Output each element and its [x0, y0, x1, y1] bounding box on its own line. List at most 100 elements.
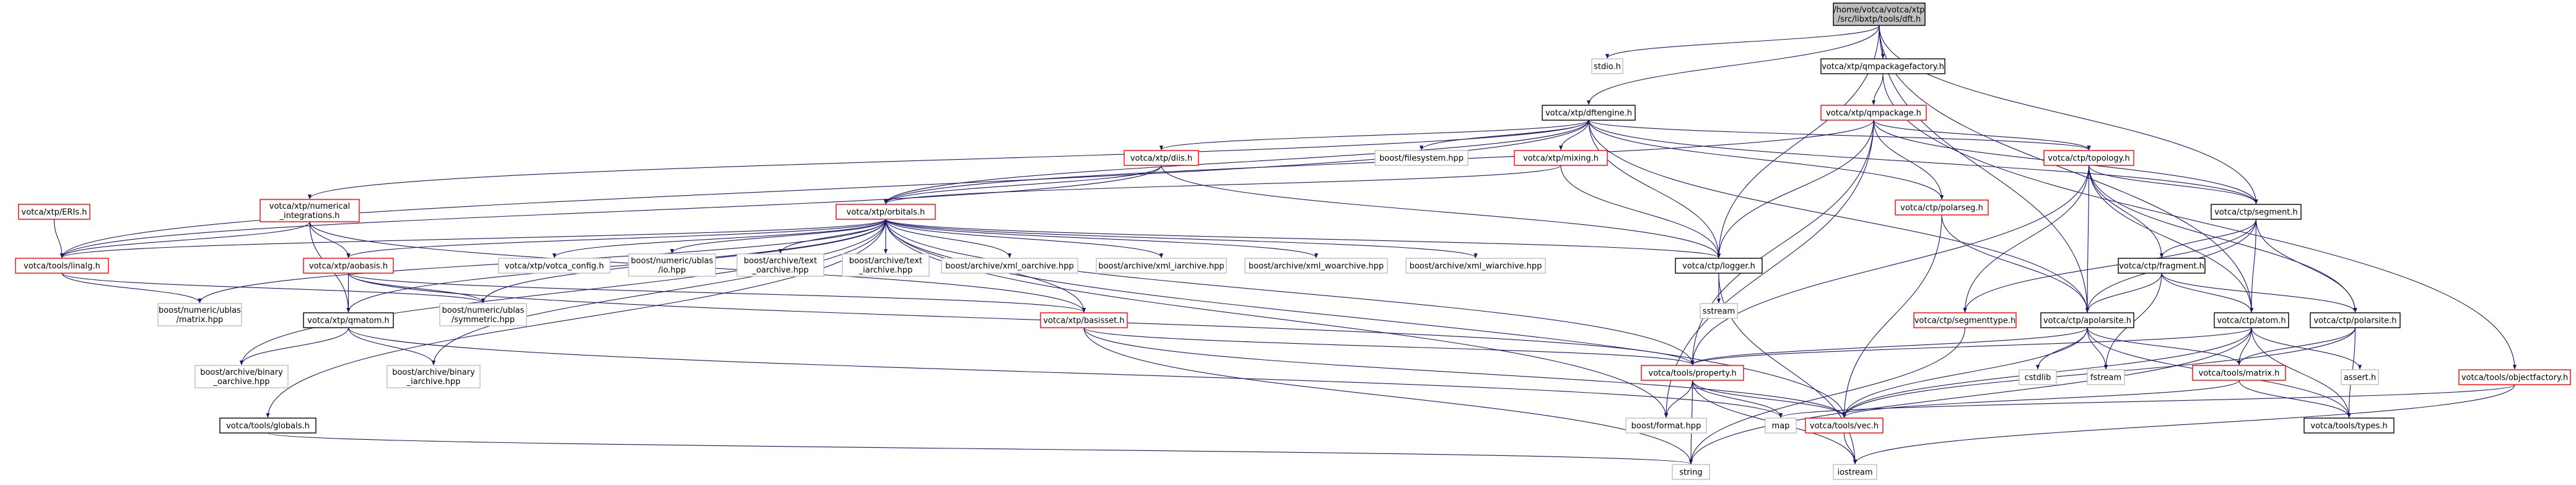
edge-atom-to-matrix	[2237, 327, 2252, 365]
node-objectfactory[interactable]: votca/tools/objectfactory.h	[2458, 369, 2571, 385]
edge-linalg-to-ublassym	[61, 273, 485, 304]
node-dftengine[interactable]: votca/xtp/dftengine.h	[1542, 105, 1636, 121]
node-box-apolarsite	[2040, 312, 2134, 328]
edge-atom-to-string	[1688, 327, 2252, 465]
edge-dftengine-to-diis	[1159, 120, 1589, 151]
node-segmenttype[interactable]: votca/ctp/segmenttype.h	[1913, 312, 2017, 328]
node-qmatom[interactable]: votca/xtp/qmatom.h	[303, 312, 394, 328]
node-label-segment-0: votca/ctp/segment.h	[2214, 208, 2298, 217]
edge-erisx-to-linalg	[53, 219, 64, 258]
edge-qmpackagefactory-to-qmpackage	[1871, 73, 1884, 105]
node-label-sstream-0: sstream	[1703, 307, 1735, 317]
edge-property-to-format	[1664, 380, 1693, 418]
node-label-root-0: /home/votca/votca/xtp	[1833, 6, 1924, 15]
node-polarsite[interactable]: votca/ctp/polarsite.h	[2310, 312, 2401, 328]
node-box-xmlwiarch	[1405, 258, 1546, 274]
node-xmlwoarch: boost/archive/xml_woarchive.hpp	[1244, 258, 1388, 274]
edge-qmpackage-to-format	[1664, 120, 1874, 418]
node-box-mixing	[1514, 150, 1608, 166]
node-label-logger-0: votca/ctp/logger.h	[1682, 262, 1755, 271]
edge-topology-to-segment	[2088, 165, 2258, 204]
edge-dftengine-to-logger	[1588, 120, 1721, 258]
node-box-matrix	[2192, 365, 2286, 381]
node-aobasis[interactable]: votca/xtp/aobasis.h	[303, 258, 394, 274]
node-types[interactable]: votca/tools/types.h	[2303, 417, 2395, 434]
node-qmpackage[interactable]: votca/xtp/qmpackage.h	[1820, 105, 1927, 121]
node-topology[interactable]: votca/ctp/topology.h	[2043, 150, 2134, 166]
node-box-assert	[2341, 369, 2379, 385]
node-matrix[interactable]: votca/tools/matrix.h	[2192, 365, 2286, 381]
edge-dftengine-to-segment	[1588, 120, 2258, 204]
edge-polarseg-to-vec	[1842, 214, 1942, 418]
node-sstream: sstream	[1700, 303, 1738, 319]
node-label-matrix-0: votca/tools/matrix.h	[2199, 369, 2280, 378]
node-label-fragment-0: votca/ctp/fragment.h	[2119, 262, 2204, 271]
edge-basisset-to-vec	[1083, 327, 1846, 418]
node-numerical[interactable]: votca/xtp/numerical_integrations.h	[260, 199, 360, 222]
edge-polarsite-to-matrix	[2237, 327, 2356, 365]
node-box-xmliarch	[1096, 258, 1227, 274]
node-orbitals[interactable]: votca/xtp/orbitals.h	[836, 204, 936, 220]
node-mixing[interactable]: votca/xtp/mixing.h	[1514, 150, 1608, 166]
edge-dftengine-to-topology	[1588, 120, 2091, 151]
node-segment[interactable]: votca/ctp/segment.h	[2211, 204, 2302, 220]
edge-mixing-to-logger	[1560, 165, 1721, 258]
node-diis[interactable]: votca/xtp/diis.h	[1124, 150, 1199, 166]
node-label-mixing-0: votca/xtp/mixing.h	[1523, 154, 1599, 164]
node-ublasmatrix: boost/numeric/ublas/matrix.hpp	[157, 303, 242, 326]
node-box-cstdlib	[2019, 369, 2057, 385]
edge-apolarsite-to-cstdlib	[2035, 327, 2088, 370]
node-apolarsite[interactable]: votca/ctp/apolarsite.h	[2040, 312, 2134, 328]
node-stdio: stdio.h	[1591, 58, 1623, 74]
node-label-ublassym-1: /symmetric.hpp	[452, 315, 515, 325]
node-qmpackagefactory[interactable]: votca/xtp/qmpackagefactory.h	[1820, 58, 1945, 74]
node-polarseg[interactable]: votca/ctp/polarseg.h	[1895, 199, 1989, 216]
edge-matrix-to-vec	[1842, 380, 2240, 418]
edge-orbitals-to-qmatom	[346, 219, 886, 313]
edge-segmenttype-to-string	[1688, 327, 1966, 465]
node-erisx[interactable]: votca/xtp/ERIs.h	[18, 204, 90, 220]
edge-segment-to-atom	[2249, 219, 2257, 313]
node-label-biniarch-1: _iarchive.hpp	[406, 377, 461, 387]
edge-orbitals-to-logger	[885, 219, 1721, 258]
edge-orbitals-to-aobasis	[346, 219, 886, 258]
node-box-polarseg	[1895, 199, 1989, 216]
node-label-xmliarch-0: boost/archive/xml_iarchive.hpp	[1098, 262, 1224, 271]
edge-matrix-to-types	[2238, 380, 2351, 418]
edge-layer	[53, 25, 2517, 465]
node-label-ublasio-1: /io.hpp	[658, 266, 686, 275]
node-box-segment	[2211, 204, 2302, 220]
node-ublassym: boost/numeric/ublas/symmetric.hpp	[439, 303, 527, 326]
node-box-filesystem	[1374, 150, 1469, 166]
node-vec[interactable]: votca/tools/vec.h	[1805, 417, 1884, 434]
edge-apolarsite-to-matrix	[2087, 327, 2242, 365]
node-box-polarsite	[2310, 312, 2401, 328]
node-label-topology-0: votca/ctp/topology.h	[2048, 154, 2129, 164]
edge-dftengine-to-numerical	[308, 120, 1589, 199]
node-label-vec-0: votca/tools/vec.h	[1810, 422, 1879, 431]
node-label-numerical-1: _integrations.h	[279, 211, 339, 221]
node-box-textiarch	[842, 253, 930, 277]
node-linalg[interactable]: votca/tools/linalg.h	[15, 258, 109, 274]
node-box-format	[1625, 417, 1707, 434]
edge-orbitals-to-linalg	[60, 219, 886, 258]
node-basisset[interactable]: votca/xtp/basisset.h	[1040, 312, 1128, 328]
node-fstream: fstream	[2087, 369, 2125, 385]
edge-apolarsite-to-property	[1690, 327, 2088, 365]
node-fragment[interactable]: votca/ctp/fragment.h	[2118, 258, 2206, 274]
edge-orbitals-to-xmloarch	[885, 219, 1012, 258]
node-label-textiarch-0: boost/archive/text	[849, 256, 922, 266]
edge-mixing-to-orbitals	[884, 165, 1561, 204]
node-xmliarch: boost/archive/xml_iarchive.hpp	[1096, 258, 1227, 274]
node-logger[interactable]: votca/ctp/logger.h	[1675, 258, 1763, 274]
edge-dftengine-to-apolarsite	[1588, 120, 2090, 313]
node-atom[interactable]: votca/ctp/atom.h	[2214, 312, 2289, 328]
node-label-xmlwoarch-0: boost/archive/xml_woarchive.hpp	[1249, 262, 1384, 271]
edge-fragment-to-apolarsite	[2085, 273, 2162, 313]
node-label-stdio-0: stdio.h	[1594, 63, 1621, 72]
node-label-diis-0: votca/xtp/diis.h	[1130, 154, 1192, 164]
node-cstdlib: cstdlib	[2019, 369, 2057, 385]
node-globals[interactable]: votca/tools/globals.h	[219, 417, 317, 434]
node-property[interactable]: votca/tools/property.h	[1641, 365, 1744, 381]
node-root[interactable]: /home/votca/votca/xtp/src/libxtp/tools/d…	[1833, 2, 1926, 26]
